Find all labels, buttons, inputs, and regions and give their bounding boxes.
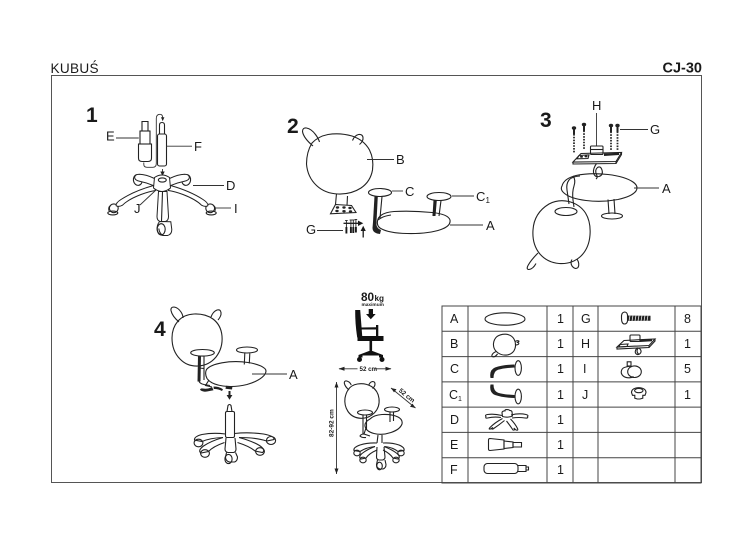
svg-text:2: 2 [287, 115, 299, 138]
svg-text:C: C [449, 388, 458, 402]
svg-text:J: J [582, 388, 588, 402]
svg-text:G: G [306, 222, 316, 237]
svg-text:82-92 cm: 82-92 cm [329, 409, 336, 437]
svg-text:52 cm: 52 cm [397, 387, 416, 404]
svg-text:CJ-30: CJ-30 [663, 61, 703, 77]
svg-text:5: 5 [684, 362, 691, 376]
svg-text:H: H [581, 337, 590, 351]
svg-text:G: G [650, 122, 660, 137]
svg-text:1: 1 [684, 337, 691, 351]
svg-text:I: I [583, 362, 586, 376]
svg-text:3: 3 [540, 109, 552, 132]
svg-text:F: F [194, 139, 202, 154]
svg-text:C: C [476, 189, 485, 204]
svg-text:1: 1 [486, 196, 491, 205]
svg-text:1: 1 [684, 388, 691, 402]
svg-text:J: J [134, 201, 141, 216]
svg-text:52 cm: 52 cm [360, 366, 378, 373]
svg-text:C: C [450, 362, 459, 376]
svg-text:E: E [450, 438, 458, 452]
svg-text:1: 1 [86, 104, 98, 127]
svg-text:I: I [234, 201, 238, 216]
svg-text:H: H [592, 98, 601, 113]
svg-text:A: A [662, 181, 671, 196]
svg-text:F: F [450, 463, 458, 477]
svg-text:G: G [581, 312, 591, 326]
svg-text:B: B [450, 337, 458, 351]
svg-text:C: C [405, 184, 414, 199]
svg-text:1: 1 [557, 388, 564, 402]
svg-text:80: 80 [361, 290, 375, 304]
svg-text:8: 8 [684, 312, 691, 326]
svg-text:KUBUŚ: KUBUŚ [51, 61, 99, 76]
svg-text:1: 1 [557, 463, 564, 477]
svg-text:1: 1 [557, 312, 564, 326]
svg-text:maximum: maximum [362, 302, 384, 308]
svg-text:A: A [450, 312, 459, 326]
svg-text:1: 1 [557, 438, 564, 452]
svg-text:D: D [450, 413, 459, 427]
svg-text:1: 1 [557, 337, 564, 351]
svg-text:B: B [396, 152, 405, 167]
svg-text:A: A [486, 218, 495, 233]
svg-text:A: A [289, 367, 298, 382]
svg-text:4: 4 [154, 318, 166, 341]
svg-text:1: 1 [458, 396, 462, 403]
svg-text:D: D [226, 178, 235, 193]
svg-text:E: E [106, 129, 115, 144]
svg-text:1: 1 [557, 413, 564, 427]
svg-text:kg: kg [375, 294, 385, 303]
svg-text:1: 1 [557, 362, 564, 376]
